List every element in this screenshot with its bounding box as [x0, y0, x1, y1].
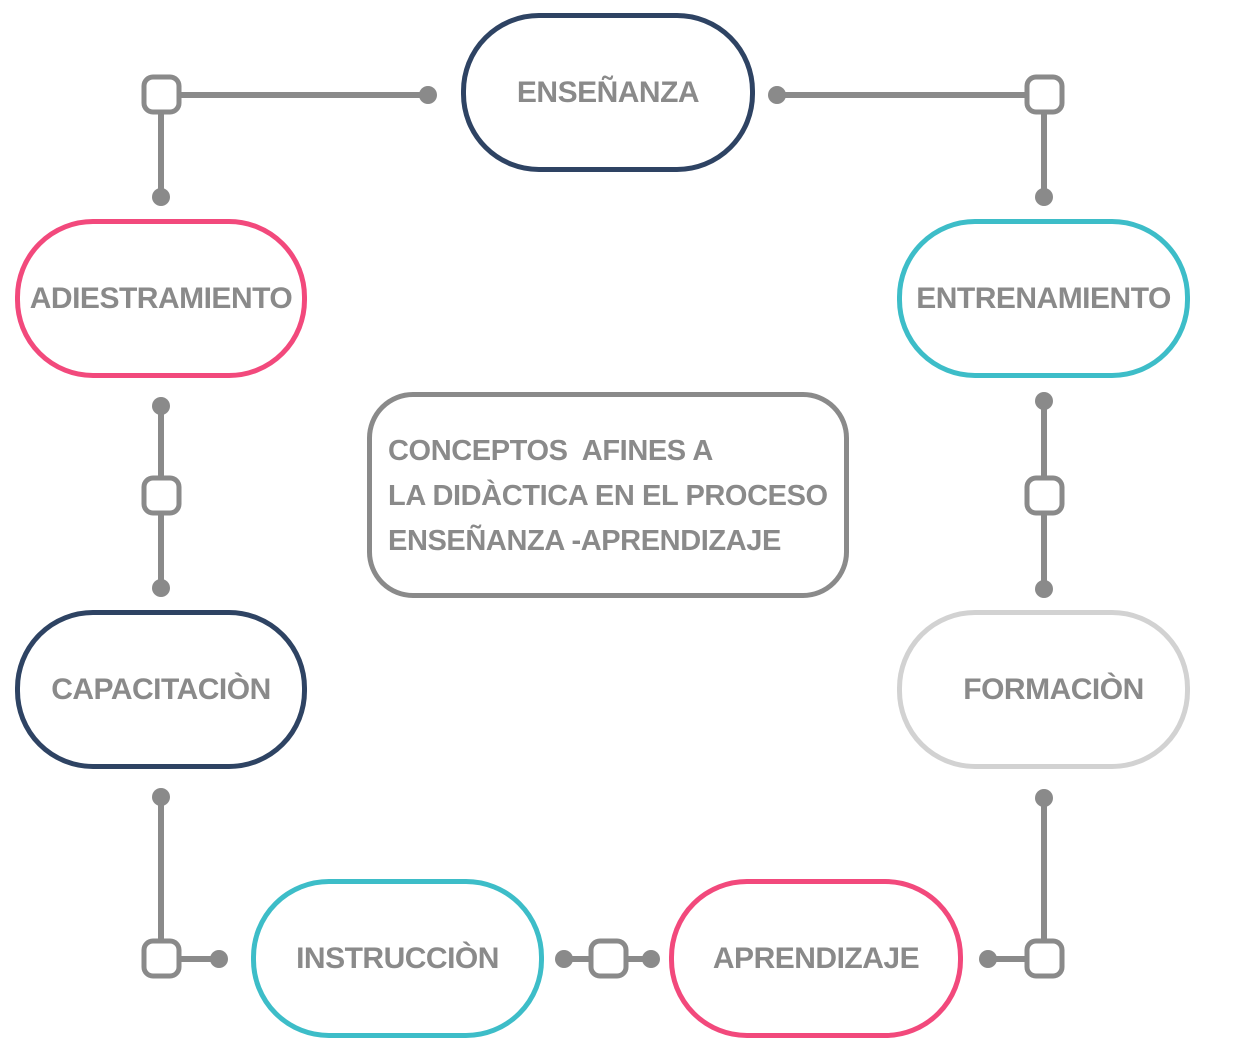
connector-joint [141, 74, 182, 115]
connector-joint [588, 938, 629, 979]
connector-joint [1024, 74, 1065, 115]
node-formacion: FORMACIÒN [897, 610, 1190, 769]
connector-joint [141, 938, 182, 979]
central-concept-box: CONCEPTOS AFINES A LA DIDÀCTICA EN EL PR… [367, 392, 849, 598]
node-label: ADIESTRAMIENTO [29, 281, 293, 315]
connector-dot [979, 950, 997, 968]
node-ensenanza: ENSEÑANZA [461, 13, 755, 172]
connector-dot [555, 950, 573, 968]
connector-dot [210, 950, 228, 968]
connector-joint [141, 475, 182, 516]
central-concept-line: CONCEPTOS AFINES A [388, 435, 713, 467]
node-label: INSTRUCCIÒN [296, 941, 499, 975]
connector-dot [152, 397, 170, 415]
central-concept-line: ENSEÑANZA -APRENDIZAJE [388, 525, 781, 557]
connector-dot [768, 86, 786, 104]
node-label: ENSEÑANZA [516, 75, 700, 109]
connector-dot [1035, 392, 1053, 410]
node-capacitacion: CAPACITACIÒN [15, 610, 307, 769]
connector-dot [1035, 789, 1053, 807]
connector-dot [642, 950, 660, 968]
node-instruccion: INSTRUCCIÒN [251, 879, 544, 1038]
connector-dot [1035, 580, 1053, 598]
node-label: FORMACIÒN [963, 672, 1144, 706]
connector-dot [152, 188, 170, 206]
connector-dot [419, 86, 437, 104]
connector-joint [1024, 938, 1065, 979]
node-aprendizaje: APRENDIZAJE [669, 879, 963, 1038]
connector-dot [152, 788, 170, 806]
node-label: ENTRENAMIENTO [916, 281, 1171, 315]
connector-joint [1024, 475, 1065, 516]
central-concept-line: LA DIDÀCTICA EN EL PROCESO [388, 480, 828, 512]
connector-dot [152, 579, 170, 597]
node-label: CAPACITACIÒN [51, 672, 271, 706]
node-entrenamiento: ENTRENAMIENTO [897, 219, 1190, 378]
node-adiestramiento: ADIESTRAMIENTO [15, 219, 307, 378]
connector-dot [1035, 188, 1053, 206]
node-label: APRENDIZAJE [712, 941, 920, 975]
